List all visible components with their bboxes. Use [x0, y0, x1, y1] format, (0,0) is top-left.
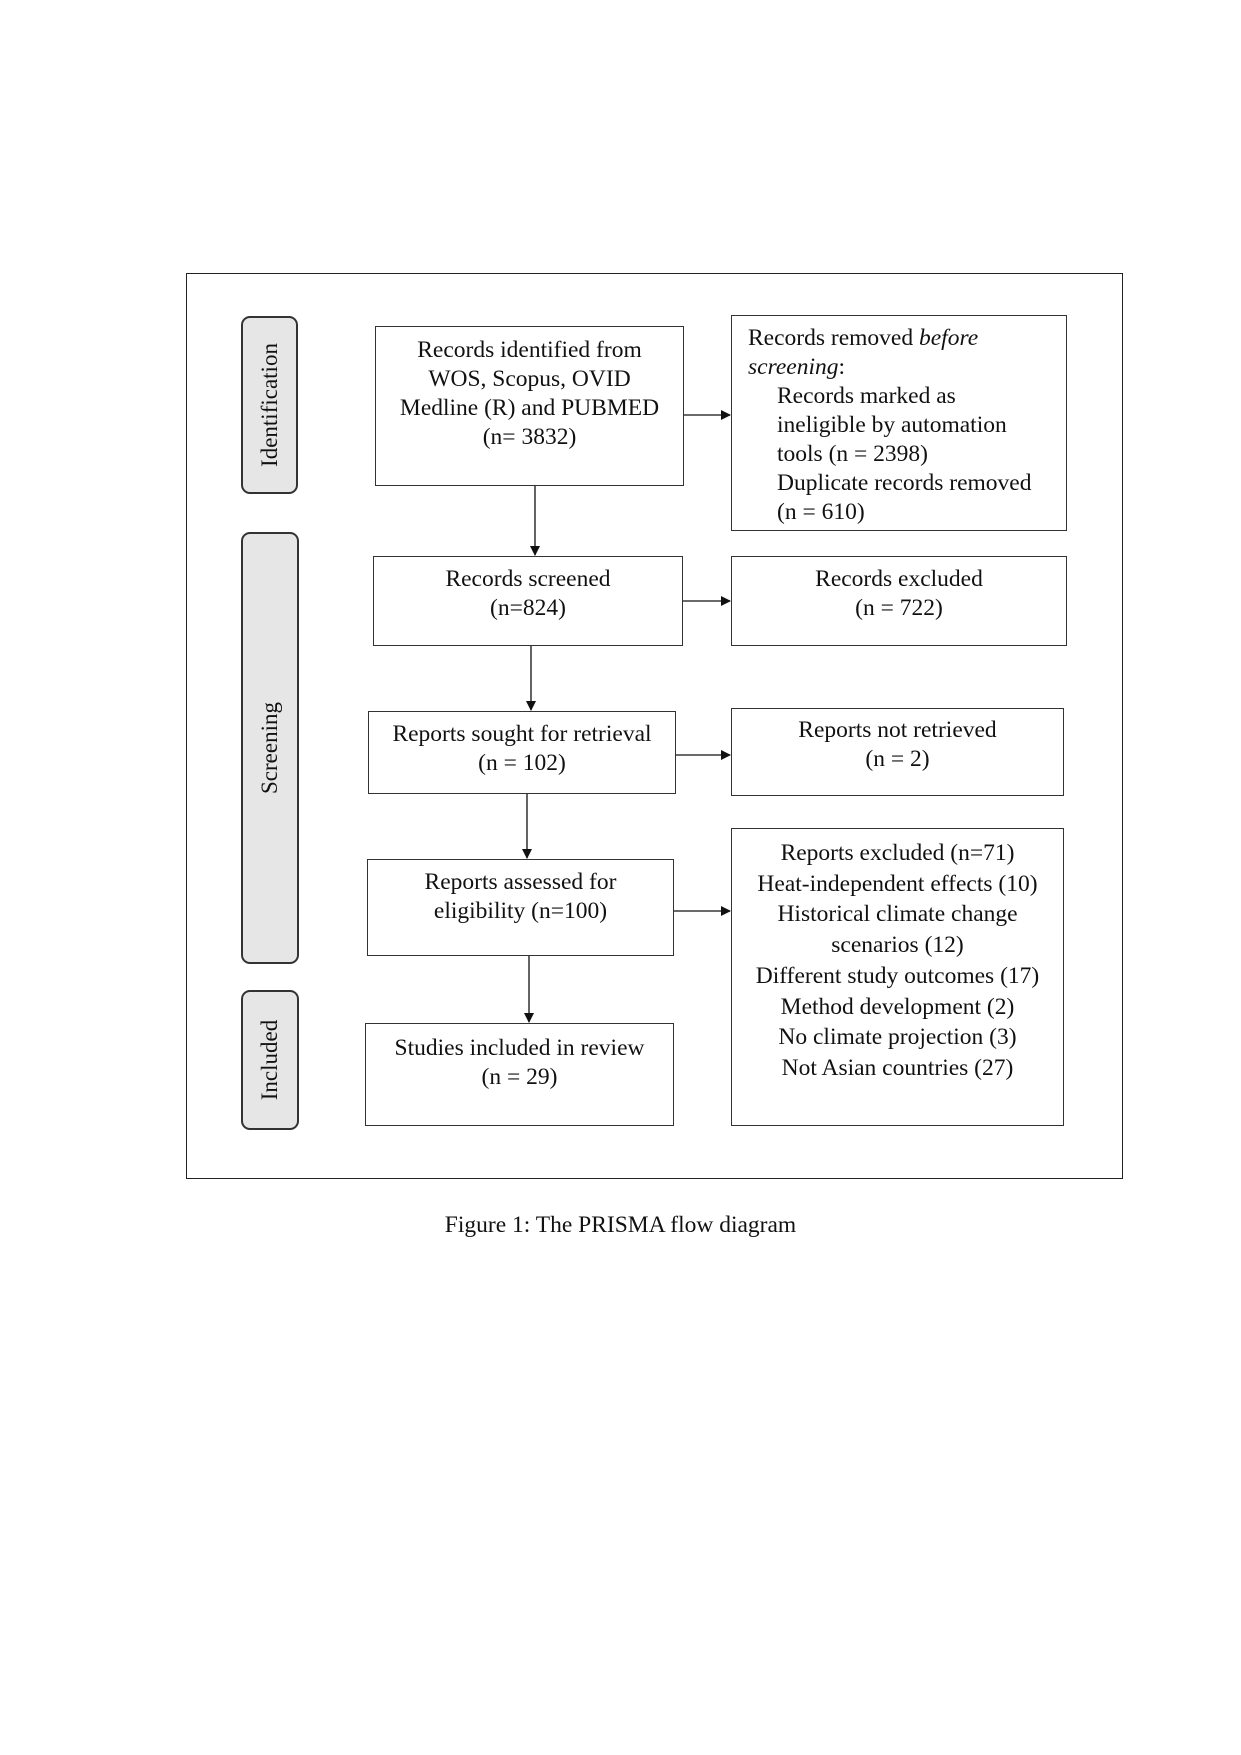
box-line: Reports assessed for [424, 869, 617, 895]
box-line: Reports not retrieved [798, 717, 997, 743]
records-screened-box: Records screened (n=824) [373, 556, 683, 646]
figure-caption: Figure 1: The PRISMA flow diagram [444, 1212, 797, 1238]
box-line: (n= 3832) [482, 424, 577, 450]
box-line: Different study outcomes (17) [755, 962, 1040, 989]
box-line: Heat-independent effects (10) [757, 870, 1038, 897]
box-line: (n = 2) [865, 746, 930, 772]
box-line: Duplicate records removed [777, 470, 1032, 496]
box-line: WOS, Scopus, OVID [428, 366, 631, 392]
box-line: (n = 610) [777, 499, 865, 525]
records-removed-title: Records removed before [748, 324, 1066, 353]
box-line: tools (n = 2398) [777, 441, 928, 467]
box-line: (n = 102) [478, 750, 566, 776]
box-line: Method development (2) [780, 993, 1015, 1020]
box-line: Studies included in review [394, 1035, 645, 1061]
box-line: Records identified from [417, 337, 642, 363]
phase-included: Included [241, 990, 299, 1130]
records-removed-box: Records removed before screening: Record… [731, 315, 1067, 531]
title-italic-before: before [918, 325, 979, 351]
box-line: No climate projection (3) [778, 1024, 1017, 1051]
studies-included-box: Studies included in review (n = 29) [365, 1023, 674, 1126]
box-line: Medline (R) and PUBMED [399, 395, 660, 421]
reports-assessed-box: Reports assessed for eligibility (n=100) [367, 859, 674, 956]
box-line: ineligible by automation [777, 412, 1007, 438]
title-italic-screening: screening [748, 354, 839, 380]
box-line: Records excluded [815, 566, 983, 592]
box-line: Records marked as [777, 383, 956, 409]
reports-not-retrieved-box: Reports not retrieved (n = 2) [731, 708, 1064, 796]
records-removed-title-cont: screening: [748, 353, 1066, 382]
title-suffix: : [838, 354, 846, 380]
box-line: Records screened [445, 566, 611, 592]
box-line: (n = 722) [855, 595, 943, 621]
reports-sought-box: Reports sought for retrieval (n = 102) [368, 711, 676, 794]
box-line: eligibility (n=100) [433, 898, 608, 924]
title-prefix: Records removed [748, 325, 919, 351]
box-line: (n=824) [490, 595, 566, 621]
records-identified-box: Records identified from WOS, Scopus, OVI… [375, 326, 684, 486]
box-line: Not Asian countries (27) [781, 1054, 1014, 1081]
reports-excluded-box: Reports excluded (n=71) Heat-independent… [731, 828, 1064, 1126]
box-line: Reports sought for retrieval [392, 721, 652, 747]
box-line: Historical climate change [777, 901, 1018, 928]
records-excluded-box: Records excluded (n = 722) [731, 556, 1067, 646]
phase-screening: Screening [241, 532, 299, 964]
diagram-frame [186, 273, 1123, 1179]
phase-identification: Identification [241, 316, 298, 494]
box-line: Reports excluded (n=71) [780, 840, 1015, 866]
box-line: scenarios (12) [831, 932, 964, 959]
box-line: (n = 29) [481, 1064, 558, 1090]
